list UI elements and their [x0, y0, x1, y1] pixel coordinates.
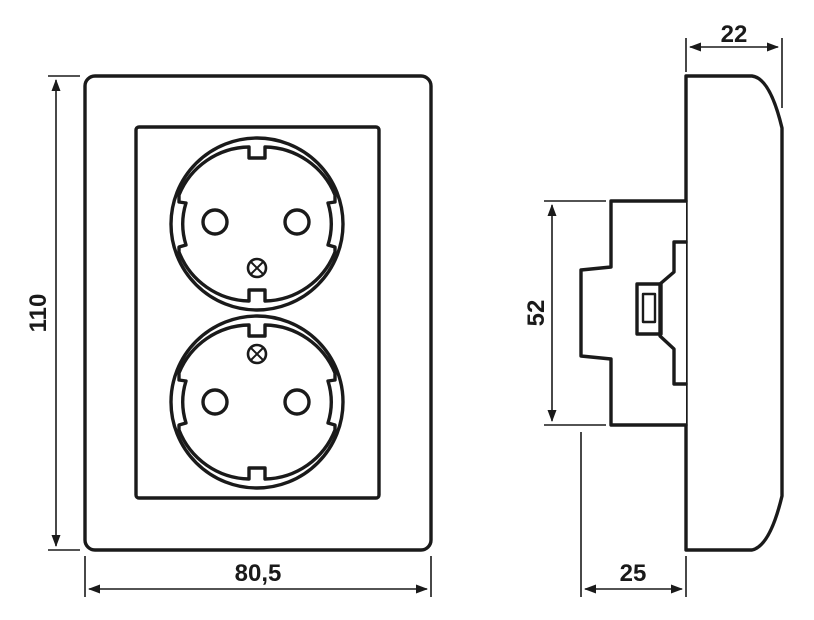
clamp-slot-inner	[641, 292, 657, 324]
socket-upper-pin-hole-left	[201, 208, 229, 236]
socket-upper	[169, 136, 345, 312]
socket-lower-pin-hole-right	[283, 388, 311, 416]
socket-lower-outer-ring	[169, 314, 345, 490]
socket-lower	[169, 314, 345, 490]
clamp-slot	[635, 282, 663, 336]
socket-lower-screw-icon	[246, 343, 268, 365]
dimension-height: 110	[25, 75, 80, 551]
dimension-mount-depth: 25	[580, 432, 687, 597]
dimension-height-label: 110	[25, 294, 52, 333]
front-view: 110 80,5	[25, 74, 433, 597]
dimension-cover-depth-label: 22	[721, 21, 748, 48]
outer-frame	[83, 74, 433, 552]
cover-plate-profile	[684, 74, 784, 552]
socket-lower-pin-hole-left	[201, 388, 229, 416]
dimension-cover-depth: 22	[685, 21, 783, 108]
dimension-insert-height: 52	[523, 200, 606, 426]
dimension-mount-depth-label: 25	[620, 560, 647, 587]
side-view: 22 52 25	[523, 21, 784, 597]
socket-upper-pin-hole-right	[283, 208, 311, 236]
dimension-insert-height-label: 52	[523, 300, 550, 327]
inner-frame	[134, 125, 381, 500]
socket-upper-outer-ring	[169, 136, 345, 312]
dimension-width-label: 80,5	[235, 560, 282, 587]
mounting-insert-profile	[579, 199, 688, 427]
dimension-width: 80,5	[84, 556, 432, 597]
socket-upper-screw-icon	[246, 257, 268, 279]
socket-upper-inner-profile	[177, 145, 337, 303]
socket-lower-inner-profile	[177, 323, 337, 481]
